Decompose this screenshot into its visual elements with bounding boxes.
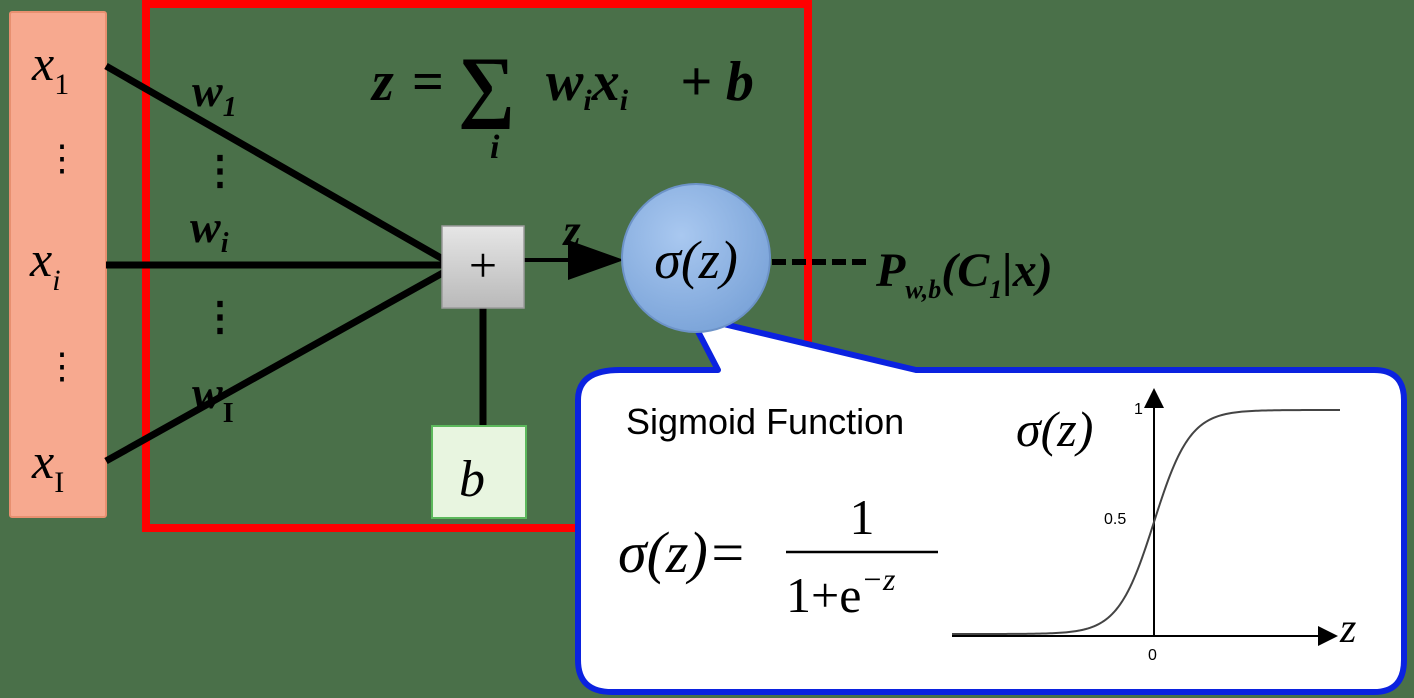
- svg-text:z: z: [370, 51, 394, 113]
- svg-text:=: =: [412, 51, 444, 113]
- svg-text:∑: ∑: [458, 42, 515, 130]
- callout-bubble: [575, 313, 1407, 695]
- input-xi: xi: [29, 231, 61, 297]
- plot-y-label: σ(z): [1016, 401, 1093, 457]
- sum-node: [441, 225, 525, 309]
- sum-symbol: +: [469, 237, 497, 293]
- svg-text:+ b: + b: [680, 51, 754, 113]
- tick-one: 1: [1134, 401, 1143, 418]
- bias-node: [431, 425, 527, 519]
- activation-node: [621, 183, 771, 333]
- weight-dots-top: ⋮: [200, 148, 240, 193]
- input-x1: x1: [31, 35, 69, 101]
- activation-label: σ(z): [654, 230, 738, 290]
- bias-label: b: [459, 451, 485, 508]
- connection-x1: [104, 62, 450, 266]
- sigmoid-lhs: σ(z)=: [618, 520, 747, 585]
- sigmoid-numerator: 1: [850, 489, 875, 545]
- weight-wi: wi: [190, 201, 229, 259]
- sigmoid-curve: [952, 409, 1340, 635]
- input-xI: xI: [31, 433, 64, 499]
- tick-half: 0.5: [1104, 511, 1126, 528]
- z-label: z: [561, 206, 580, 255]
- svg-text:wixi: wixi: [546, 51, 629, 117]
- connection-xI: [104, 266, 450, 465]
- output-label: Pw,b(C1|x): [875, 244, 1053, 304]
- plot-x-label: z: [1339, 606, 1356, 652]
- sigmoid-plot: σ(z) z 1 0.5 0: [952, 388, 1356, 664]
- callout-title: Sigmoid Function: [626, 401, 904, 442]
- tick-zero: 0: [1148, 647, 1157, 664]
- weight-w1: w1: [192, 65, 237, 123]
- input-dots-top: ⋮: [44, 138, 80, 178]
- sigmoid-denominator: 1+e−z: [786, 561, 896, 623]
- input-dots-bottom: ⋮: [44, 346, 80, 386]
- sum-formula: z = ∑ i wixi + b: [370, 42, 754, 166]
- svg-text:i: i: [490, 129, 500, 166]
- weight-wI: wI: [192, 367, 234, 429]
- weight-dots-bottom: ⋮: [200, 294, 240, 339]
